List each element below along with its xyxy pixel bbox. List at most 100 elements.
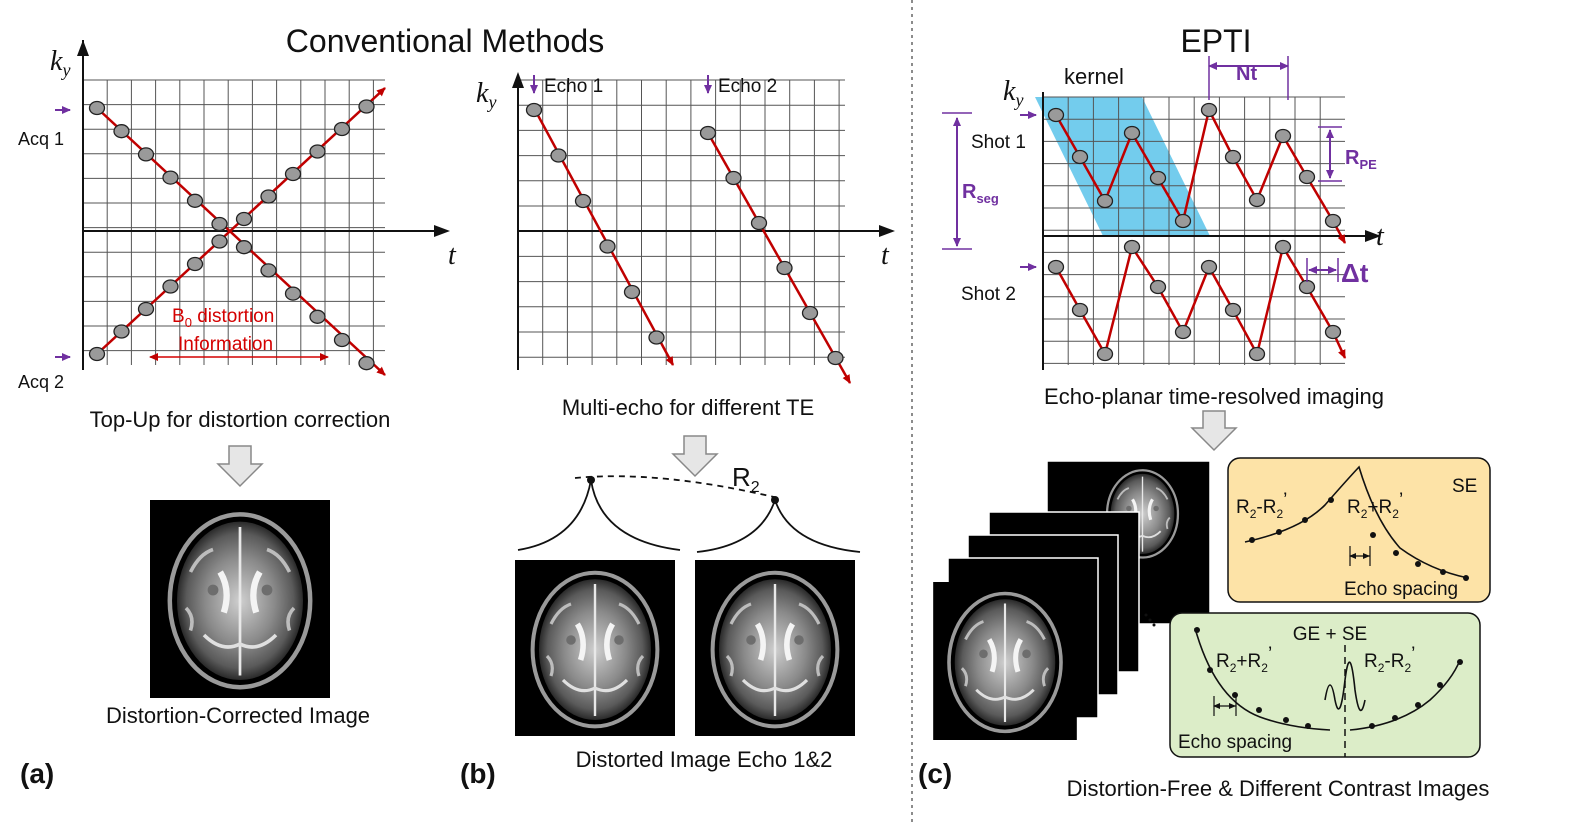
shot2-label: Shot 2	[961, 284, 1016, 305]
sample-point	[1224, 149, 1242, 165]
gese-contrast-box	[1169, 612, 1481, 758]
rseg-label: Rseg	[962, 181, 999, 206]
panel-c-caption: Echo-planar time-resolved imaging	[1044, 384, 1384, 409]
echo1-label: Echo 1	[544, 76, 603, 97]
sample-point	[186, 256, 204, 272]
sample-point	[333, 121, 351, 137]
sample-point	[186, 193, 204, 208]
kernel-label: kernel	[1064, 64, 1124, 89]
sample-point	[1174, 213, 1192, 229]
sample-point	[1274, 239, 1292, 255]
panel-b-ky-label: ky	[476, 78, 496, 112]
title-epti: EPTI	[1180, 23, 1251, 59]
down-arrow-icon	[216, 445, 264, 488]
sample-point	[1123, 125, 1141, 141]
sample-point	[309, 309, 326, 324]
sample-point	[1096, 193, 1114, 209]
panel-c-label: (c)	[918, 758, 952, 789]
se-right-label: R2+R2’	[1347, 490, 1403, 521]
sample-point	[725, 170, 742, 186]
panel-c-t-label: t	[1376, 221, 1385, 252]
sample-point	[113, 124, 130, 139]
sample-point	[1248, 346, 1266, 362]
sample-point	[235, 240, 253, 255]
sample-point	[1274, 128, 1292, 144]
panel-a-image-caption: Distortion-Corrected Image	[106, 703, 370, 728]
sample-point	[1071, 149, 1089, 165]
sample-point	[550, 148, 567, 163]
sample-point	[1123, 239, 1141, 255]
sample-point	[827, 350, 844, 366]
b0-distortion-label: B0 distortion	[172, 306, 274, 330]
brain-image-echo1	[515, 560, 675, 736]
sample-point	[1324, 213, 1342, 229]
sample-point	[699, 125, 717, 141]
sample-point	[333, 332, 351, 348]
r2-label: R2	[732, 462, 760, 496]
sample-point	[750, 215, 768, 231]
panel-b-label: (b)	[460, 758, 496, 789]
sample-point	[1096, 346, 1114, 362]
sample-point	[1149, 279, 1167, 295]
sample-point	[1200, 102, 1218, 118]
sample-point	[801, 305, 819, 321]
gese-echo-spacing-label: Echo spacing	[1178, 732, 1292, 753]
sample-point	[284, 166, 302, 182]
sample-point	[162, 170, 179, 185]
sample-point	[1071, 302, 1089, 318]
nt-label: Nt	[1236, 63, 1257, 85]
title-conventional: Conventional Methods	[286, 23, 604, 59]
brain-image-echo2	[695, 560, 855, 736]
sample-point	[162, 279, 179, 294]
sample-point	[1224, 302, 1242, 318]
sample-point	[211, 234, 228, 249]
sample-point	[309, 144, 326, 159]
panel-a-t-label: t	[448, 240, 457, 271]
panel-c-ky-label: ky	[1003, 76, 1023, 110]
rpe-label: RPE	[1345, 147, 1377, 172]
sample-point	[1047, 259, 1065, 275]
sample-point	[137, 301, 155, 317]
sample-point	[113, 324, 130, 339]
sample-point	[1248, 192, 1266, 208]
sample-point	[88, 346, 106, 362]
sample-point	[137, 147, 155, 162]
se-contrast-box	[1227, 457, 1491, 603]
sample-point	[623, 284, 641, 300]
down-arrow-icon	[671, 435, 719, 478]
se-left-label: R2-R2’	[1236, 490, 1287, 521]
echo2-label: Echo 2	[718, 76, 777, 97]
sample-point	[260, 189, 277, 204]
sample-point	[1298, 169, 1316, 185]
panel-c-image-caption: Distortion-Free & Different Contrast Ima…	[1067, 776, 1490, 801]
sample-point	[284, 286, 302, 301]
brain-image-corrected	[150, 500, 330, 698]
panel-c-diagram	[942, 56, 1381, 370]
sample-point	[1047, 107, 1065, 123]
sample-point	[358, 356, 375, 371]
acq2-label: Acq 2	[18, 372, 64, 392]
se-echo-spacing-label: Echo spacing	[1344, 579, 1458, 600]
sample-point	[599, 239, 616, 254]
panel-b-t-label: t	[881, 240, 890, 271]
gese-title: GE + SE	[1293, 624, 1367, 645]
gese-left-label: R2+R2’	[1216, 644, 1272, 675]
image-stack	[933, 460, 1211, 740]
shot1-label: Shot 1	[971, 132, 1026, 153]
panel-b-image-caption: Distorted Image Echo 1&2	[576, 747, 833, 772]
sample-point	[648, 330, 665, 345]
panel-b-diagram	[512, 72, 895, 553]
b0-information-label: Information	[178, 334, 273, 355]
sample-point	[574, 193, 592, 209]
sample-point	[358, 99, 375, 114]
sample-point	[1200, 259, 1218, 275]
acq1-label: Acq 1	[18, 129, 64, 149]
sample-point	[235, 211, 253, 227]
sample-point	[1174, 324, 1192, 340]
sample-point	[525, 102, 543, 118]
se-label: SE	[1452, 476, 1477, 497]
panel-a-caption: Top-Up for distortion correction	[90, 407, 391, 432]
panel-a-ky-label: ky	[50, 46, 70, 80]
